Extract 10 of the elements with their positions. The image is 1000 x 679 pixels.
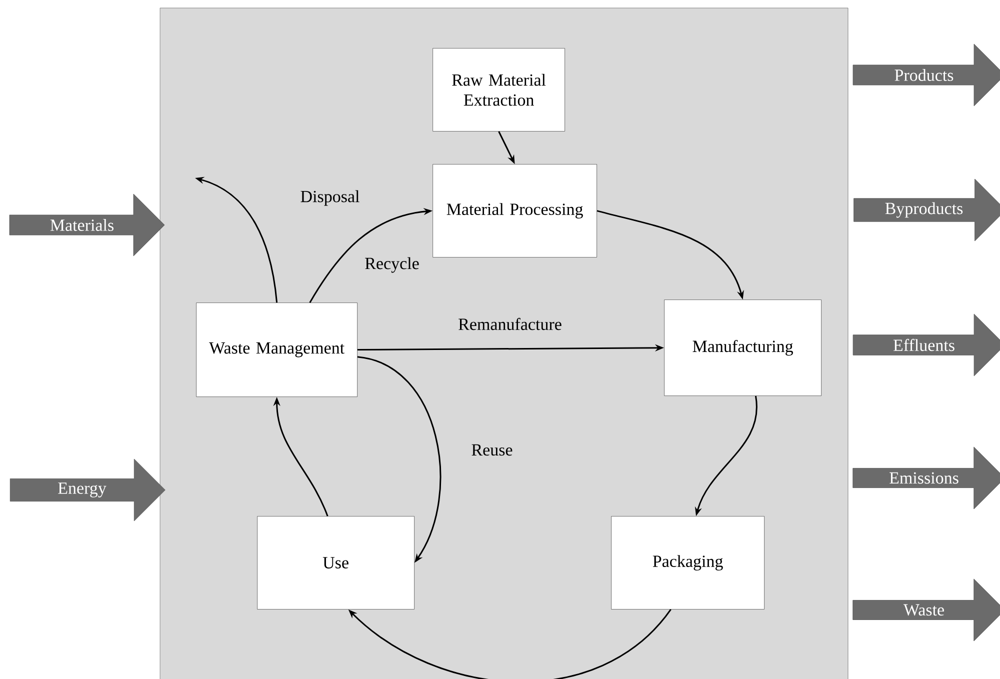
edge-label: Recycle	[364, 256, 420, 274]
process-box: Packaging	[611, 516, 764, 610]
process-box: Raw Material Extraction	[432, 48, 565, 132]
edge-label: Reuse	[470, 443, 514, 457]
process-box: Material Processing	[432, 164, 597, 258]
process-box: Use	[257, 516, 414, 610]
process-box: Manufacturing	[664, 300, 822, 396]
process-box: Waste Management	[196, 302, 358, 397]
edge-label: Disposal	[299, 189, 361, 207]
edge-label: Remanufacture	[457, 316, 563, 332]
